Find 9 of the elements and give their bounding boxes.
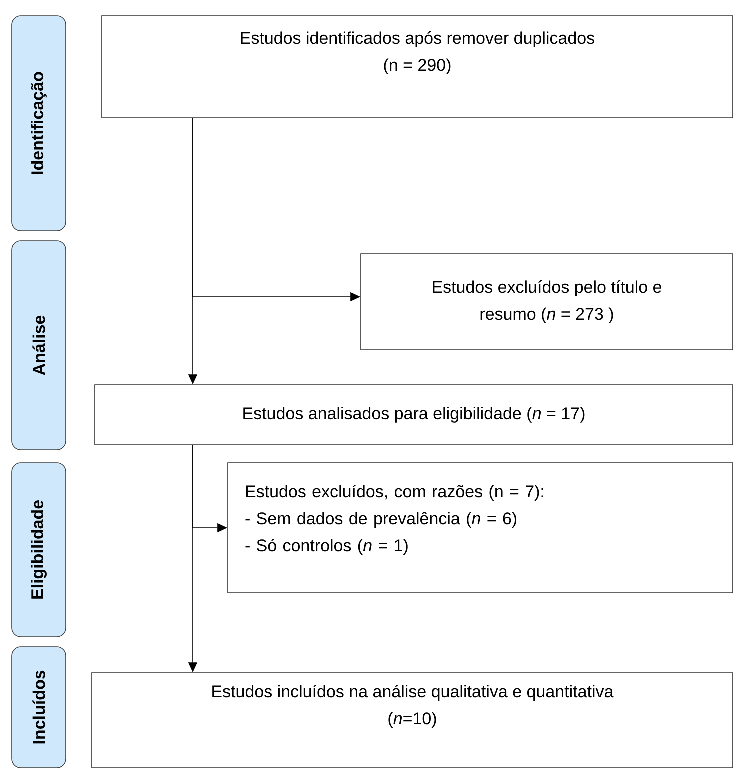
- stage-band: Eligibilidade: [12, 462, 66, 638]
- process-box: Estudos excluídos pelo título e resumo (n = 273 ): [360, 254, 734, 350]
- process-box: Estudos excluídos, com razões (n = 7): - Sem dados de prevalência (n = 6) - Só controlos (n = 1): [228, 462, 734, 594]
- stage-band: Identificação: [12, 16, 66, 232]
- stage-band: Análise: [12, 240, 66, 450]
- stage-band: Incluídos: [12, 646, 66, 768]
- process-box: Estudos incluídos na análise qualitativa e quantitativa (n=10): [92, 672, 734, 768]
- process-box: Estudos analisados para eligibilidade (n = 17): [94, 384, 734, 446]
- process-box: Estudos identificados após remover duplicados (n = 290): [102, 16, 734, 118]
